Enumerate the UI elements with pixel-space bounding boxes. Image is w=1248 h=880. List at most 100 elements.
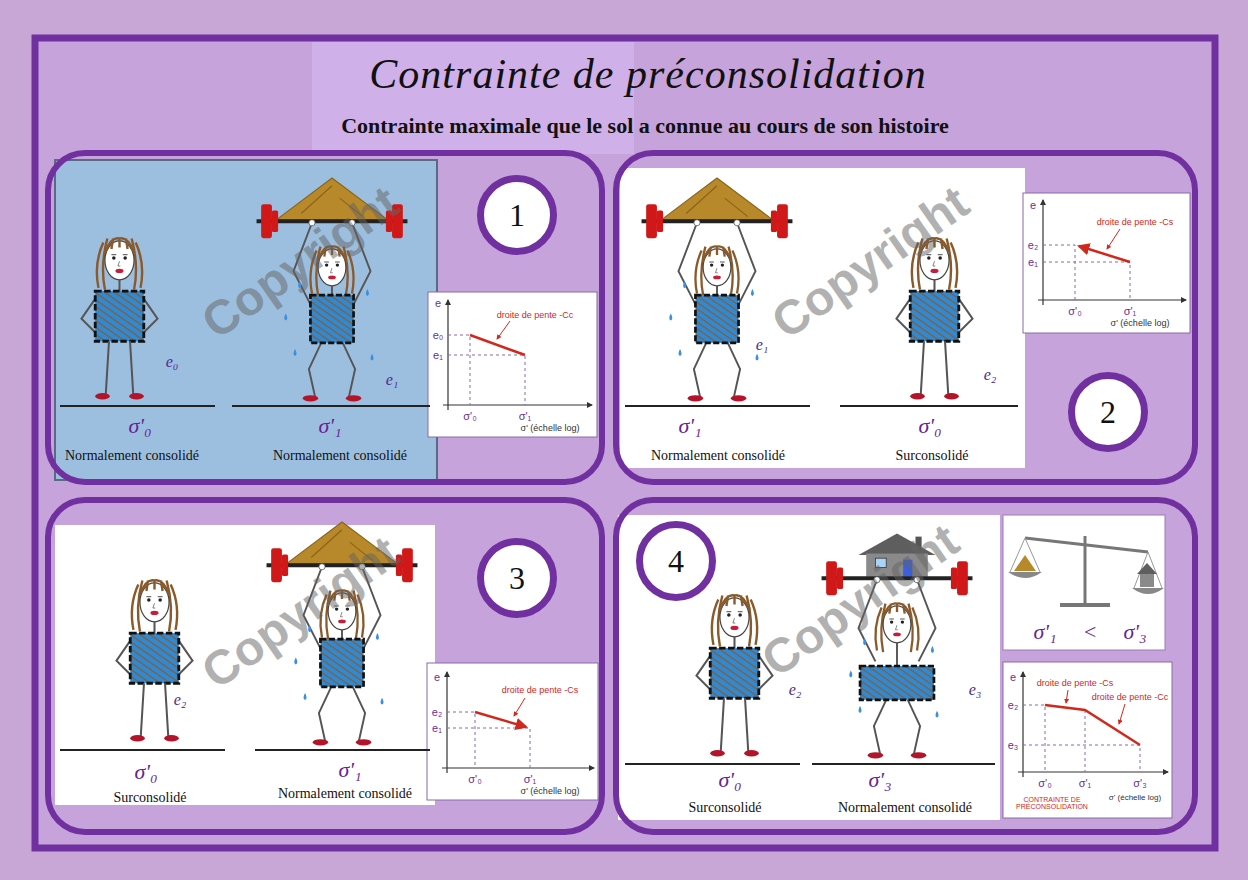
axis-label: σ'₀ [1038, 777, 1051, 789]
soil-figures [116, 580, 192, 742]
void-ratio-label: e₀ [166, 353, 179, 371]
graph-1 [497, 321, 510, 339]
ground-lines [840, 405, 1018, 407]
axis-label: e₂ [1008, 699, 1018, 711]
balance-scale [1010, 538, 1162, 588]
axis-label: σ'₀ [1068, 305, 1081, 317]
axis-label: σ'₀ [463, 410, 476, 422]
graph-2 [1042, 200, 1043, 305]
e-log-sigma-graph: ee₂e₃droite de pente -Csdroite de pente … [1003, 662, 1172, 818]
step-number-circle: 4 [636, 521, 716, 601]
ground-lines [232, 405, 430, 407]
ground-lines [625, 405, 810, 407]
axis-label: e₃ [1008, 739, 1019, 751]
void-ratio-label: e₂ [789, 681, 802, 699]
ground-lines [60, 405, 215, 407]
callout-number: 4 [668, 545, 684, 577]
graph-4 [1018, 672, 1168, 777]
balance-scale [1008, 572, 1042, 578]
title: Contrainte de préconsolidation [369, 50, 926, 98]
void-ratio-label: e₁ [386, 371, 399, 389]
graph-1 [448, 335, 525, 405]
panel-grounds [1003, 515, 1165, 650]
stress-label: σ'₁ [1033, 619, 1056, 645]
panel-grounds [55, 525, 435, 805]
graph-3 [514, 698, 525, 716]
void-ratio-label: e₂ [984, 366, 997, 384]
graph-2 [1038, 200, 1186, 305]
ground-lines [60, 749, 225, 751]
callout-number: 3 [509, 562, 525, 594]
stress-label: σ'₁ [318, 413, 341, 439]
step-number-circle: 2 [1068, 372, 1148, 452]
soil-figures [81, 238, 157, 400]
void-ratio-label: e₂ [174, 691, 187, 709]
panel-grounds [428, 292, 597, 437]
graph-3 [442, 672, 594, 773]
graph-4 [1119, 704, 1125, 724]
axis-label: σ'₁ [1079, 777, 1092, 789]
axis-label: σ'₀ [468, 773, 481, 785]
stress-label: σ'₁ [678, 413, 701, 439]
panel-grounds [55, 160, 437, 480]
graph-4 [1018, 771, 1168, 772]
graph-4 [1045, 705, 1140, 745]
consolidation-state-caption: Normalement consolidé [278, 786, 412, 802]
panel: σ'₁e₁Normalement consolidée₂σ'₀Surconsol… [613, 150, 1198, 485]
stress-label: σ'₀ [128, 413, 151, 439]
axis-label: e₁ [433, 349, 443, 361]
stress-label: σ'₃ [1123, 619, 1146, 645]
axis-label: σ'₃ [1133, 777, 1146, 789]
panel-grounds [1023, 193, 1190, 333]
stress-label: σ'₀ [918, 413, 941, 439]
axis-label: σ'₁ [519, 410, 532, 422]
panel-grounds [427, 663, 598, 800]
graph-1 [443, 300, 592, 410]
graph-1 [443, 404, 592, 405]
consolidation-state-caption: Normalement consolidé [273, 448, 407, 464]
stress-label: σ'₃ [868, 767, 891, 793]
callout-number: 1 [509, 199, 525, 231]
balance-scale [1008, 536, 1164, 605]
balance-scale [1140, 573, 1154, 587]
balance-scale [1137, 563, 1157, 574]
panel-grounds [55, 160, 1190, 820]
step-number-circle: 1 [477, 175, 557, 255]
slope-annotation: droite de pente -Cc [497, 310, 574, 320]
stress-label: < [1083, 619, 1098, 645]
axis-label: e₂ [432, 706, 442, 718]
e-log-sigma-graph: ee₂e₁droite de pente -Csσ'₀σ'₁σ' (échell… [1023, 193, 1190, 333]
axis-label: e₁ [432, 722, 442, 734]
callout-number: 2 [1100, 396, 1116, 428]
graph-4 [1022, 672, 1023, 777]
e-log-sigma-graph: ee₀e₁droite de pente -Ccσ'₀σ'₁σ' (échell… [428, 292, 597, 437]
panel: e₀ σ'₀ Normalement consolidé e₁ σ'₁ Normaleme… [45, 150, 605, 485]
ground-lines [625, 763, 800, 765]
graph-2 [1079, 246, 1130, 262]
panel-grounds [620, 168, 1025, 468]
consolidation-state-caption: Normalement consolidé [838, 800, 972, 816]
void-ratio-label: e₃ [969, 681, 982, 699]
stress-label: σ'₁ [338, 757, 361, 783]
frame [35, 38, 1215, 848]
e-log-sigma-graph: ee₂e₁droite de pente -Csσ'₀σ'₁σ' (échell… [427, 663, 598, 800]
axis-title: σ' (échelle log) [1111, 318, 1170, 328]
slope-annotation: droite de pente -Cc [1092, 692, 1169, 702]
balance-scale [1025, 538, 1148, 552]
slope-annotation: droite de pente -Cs [502, 685, 579, 695]
axis-label: e [434, 671, 440, 683]
axis-title: σ' (échelle log) [521, 423, 580, 433]
graph-4 [1023, 705, 1140, 772]
stress-label: σ'₀ [134, 759, 157, 785]
axis-label: e [1010, 671, 1016, 683]
axis-label: σ'₁ [1124, 305, 1137, 317]
void-ratio-label: e₁ [756, 336, 769, 354]
preconsolidation-note: CONTRAINTE DE PRÉCONSOLIDATION [1012, 796, 1092, 810]
consolidation-state-caption: Surconsolidé [113, 790, 186, 806]
graph-3 [447, 712, 530, 768]
consolidation-state-caption: Normalement consolidé [65, 448, 199, 464]
soil-figures [696, 595, 772, 757]
graph-2 [1038, 299, 1186, 300]
slope-annotation: droite de pente -Cs [1097, 217, 1174, 227]
